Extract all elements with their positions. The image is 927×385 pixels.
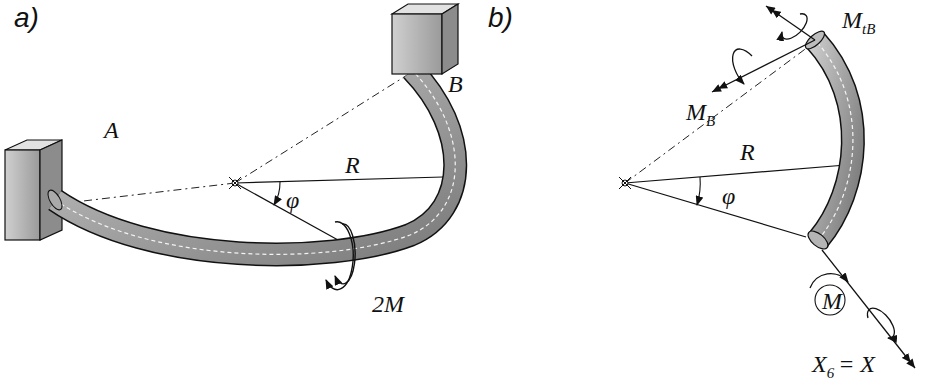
symbol-label: M: [822, 289, 842, 313]
symbol-label: X: [812, 352, 827, 376]
symbol-label: M: [842, 8, 862, 32]
subscript-label: B: [706, 114, 715, 129]
symbol-label: B: [448, 72, 463, 96]
symbol-label: 2M: [372, 292, 404, 316]
panel-letter: b): [488, 4, 513, 32]
symbol-label: = X: [838, 352, 875, 376]
symbol-label: M: [686, 100, 706, 124]
panel-letter: a): [14, 4, 39, 32]
symbol-label: φ: [286, 188, 299, 212]
symbol-label: A: [104, 118, 119, 142]
subscript-label: 6: [827, 366, 835, 381]
symbol-label: φ: [722, 184, 735, 208]
subscript-label: tB: [862, 22, 875, 37]
symbol-label: R: [345, 153, 360, 177]
symbol-label: R: [740, 140, 755, 164]
